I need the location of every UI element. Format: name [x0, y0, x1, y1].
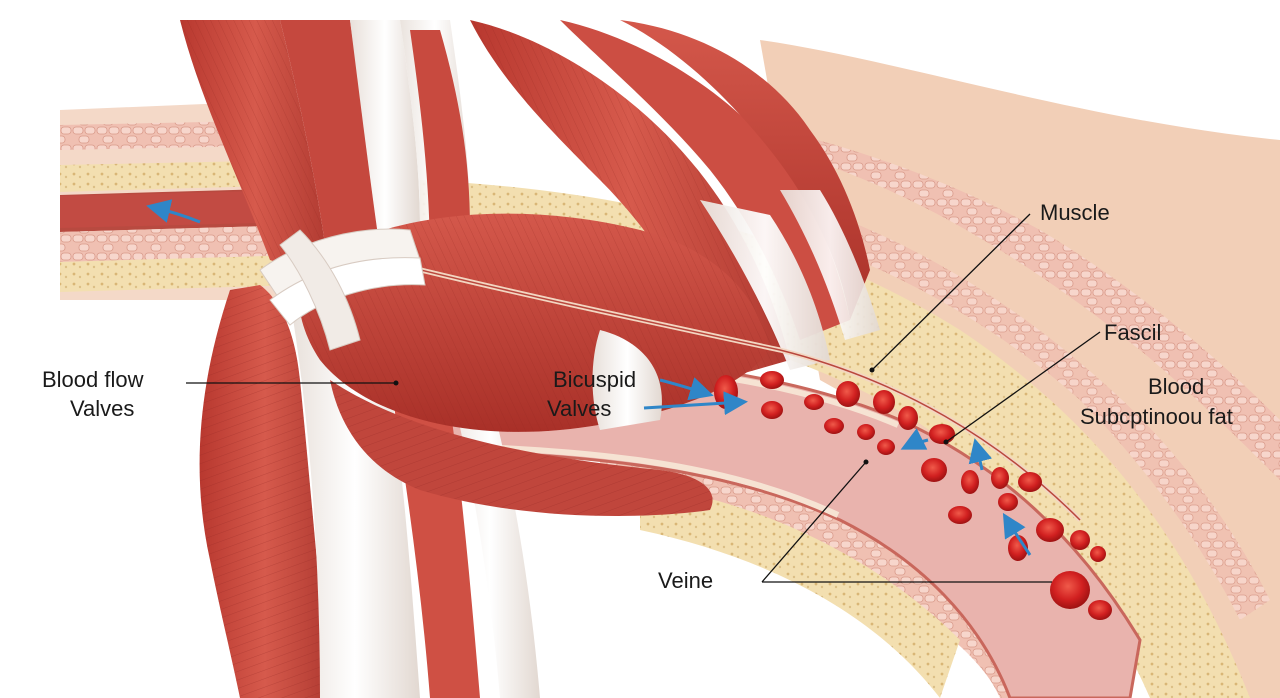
label-valves-left: Valves: [70, 396, 135, 421]
leader-lines: [186, 213, 1101, 583]
label-blood-flow: Blood flow: [42, 367, 144, 392]
label-muscle: Muscle: [1040, 200, 1110, 225]
label-subcutaneous-fat: Subcptinoou fat: [1080, 404, 1233, 429]
label-blood: Blood: [1148, 374, 1205, 399]
blood-flow-arrows: [146, 199, 1032, 556]
blood-cells: [714, 371, 1112, 620]
label-valves-center: Valves: [547, 396, 612, 421]
tendon-wrap: [259, 228, 426, 351]
label-vein: Veine: [658, 568, 714, 593]
label-fascia: Fascil: [1104, 320, 1162, 345]
label-bicuspid: Bicuspid: [553, 367, 637, 392]
left-vein: [60, 190, 300, 228]
